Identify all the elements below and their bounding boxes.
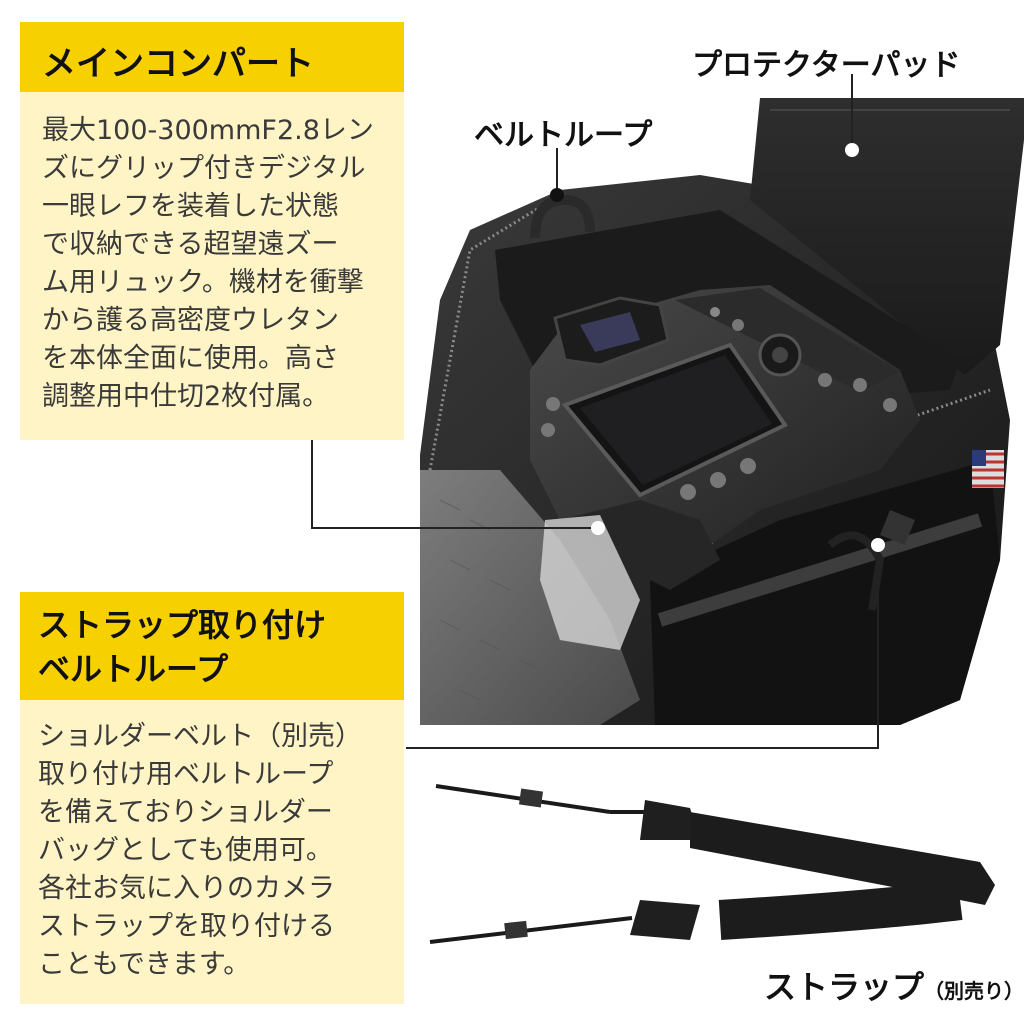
strap-label: ストラップ	[764, 968, 925, 1006]
body-line: バッグとしても使用可。	[38, 835, 333, 866]
strap-photo	[429, 784, 995, 944]
body-line: から護る高密度ウレタン	[42, 305, 339, 336]
camera-bag-photo	[420, 98, 1024, 725]
strap-caption: ストラップ（別売り）	[764, 962, 1024, 1008]
camera-icon	[530, 285, 920, 590]
body-line: こともできます。	[38, 949, 251, 980]
main-compartment-title-box: メインコンパート	[20, 22, 404, 92]
strap-loop-body: ショルダーベルト（別売） 取り付け用ベルトループ を備えておりショルダー バッグ…	[38, 718, 400, 984]
leader-lines	[311, 74, 879, 749]
protector-pad-label: プロテクターパッド	[692, 48, 961, 83]
body-line: 取り付け用ベルトループ	[38, 759, 334, 790]
body-line: を備えておりショルダー	[38, 797, 333, 828]
body-line: 調整用中仕切2枚付属。	[42, 381, 330, 412]
strap-loop-title-box: ストラップ取り付け ベルトループ	[20, 592, 404, 700]
body-line: を本体全面に使用。高さ	[42, 343, 339, 374]
body-line: ム用リュック。機材を衝撃	[42, 267, 364, 298]
body-line: ズにグリップ付きデジタル	[42, 153, 366, 184]
strap-loop-title-line1: ストラップ取り付け	[38, 606, 327, 644]
body-line: 一眼レフを装着した状態	[42, 191, 339, 222]
body-line: 最大100-300mmF2.8レン	[42, 115, 374, 146]
leader-dots	[550, 143, 885, 552]
flag-tag-icon	[972, 450, 1004, 488]
strap-note: （別売り）	[924, 979, 1024, 1003]
body-line: 各社お気に入りのカメラ	[38, 873, 335, 904]
body-line: ストラップを取り付ける	[38, 911, 335, 942]
body-line: で収納できる超望遠ズー	[42, 229, 339, 260]
main-compartment-body: 最大100-300mmF2.8レン ズにグリップ付きデジタル 一眼レフを装着した…	[42, 112, 402, 416]
body-line: ショルダーベルト（別売）	[38, 721, 362, 752]
belt-loop-label: ベルトループ	[474, 118, 653, 153]
main-compartment-title: メインコンパート	[42, 44, 314, 84]
strap-loop-title-line2: ベルトループ	[38, 650, 229, 688]
